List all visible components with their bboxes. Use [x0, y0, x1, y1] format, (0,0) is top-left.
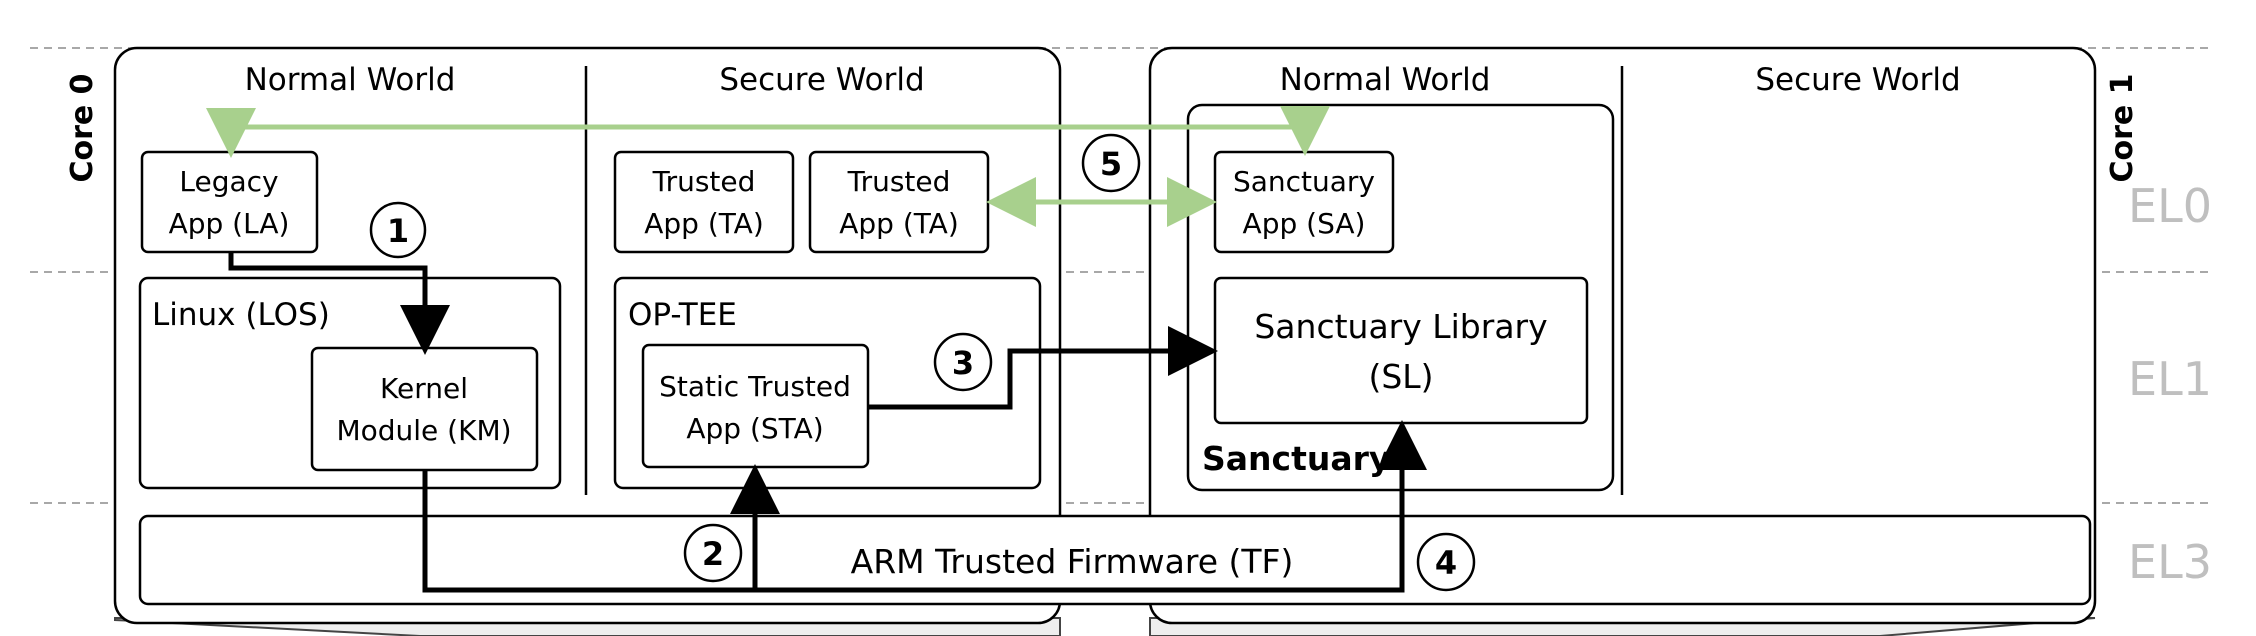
level-label-el1: EL1 — [2128, 352, 2212, 406]
firmware-label: ARM Trusted Firmware (TF) — [851, 542, 1294, 581]
step-5-label: 5 — [1100, 145, 1122, 183]
sanctuary-library-line1: Sanctuary Library — [1254, 307, 1547, 346]
kernel-module-box — [310, 346, 539, 472]
step-4-label: 4 — [1435, 544, 1457, 582]
step-marker-2: 2 — [683, 523, 743, 583]
legacy-app-line2: App (LA) — [169, 207, 290, 240]
black-flows — [228, 252, 1427, 593]
green-flows — [206, 106, 1330, 227]
core1-label: Core 1 — [2105, 73, 2140, 182]
flow-la-to-km — [228, 252, 450, 355]
trusted-app-1-line1: Trusted — [652, 165, 756, 198]
step-marker-1: 1 — [369, 201, 427, 259]
core1-secure-world-heading: Secure World — [1755, 62, 1960, 98]
sanctuary-app-line1: Sanctuary — [1233, 165, 1375, 198]
optee-label: OP-TEE — [628, 297, 737, 333]
legacy-app-line1: Legacy — [179, 165, 278, 198]
firmware-bar — [138, 514, 2092, 606]
trusted-app-1-line2: App (TA) — [644, 207, 764, 240]
step-marker-3: 3 — [933, 332, 993, 392]
trusted-app-2-line2: App (TA) — [839, 207, 959, 240]
core0-label: Core 0 — [65, 73, 100, 182]
core1-normal-world-heading: Normal World — [1280, 62, 1491, 98]
step-marker-4: 4 — [1416, 532, 1476, 592]
step-marker-5: 5 — [1081, 133, 1141, 193]
step-1-label: 1 — [387, 212, 409, 250]
linux-label: Linux (LOS) — [152, 297, 330, 333]
kernel-module-line1: Kernel — [380, 372, 468, 405]
static-trusted-app-line1: Static Trusted — [659, 370, 851, 403]
flow-km-to-tf-to-sta-and-sl — [422, 432, 1405, 593]
sanctuary-library-box — [1213, 276, 1589, 425]
static-trusted-app-box — [641, 343, 870, 469]
core0-normal-world-heading: Normal World — [245, 62, 456, 98]
flow-la-sa — [206, 106, 1330, 158]
static-trusted-app-line2: App (STA) — [686, 412, 823, 445]
level-label-el3: EL3 — [2128, 535, 2212, 589]
sanctuary-label: Sanctuary — [1202, 439, 1390, 478]
flow-sta-to-sl — [868, 326, 1218, 410]
sanctuary-app-line2: App (SA) — [1243, 207, 1366, 240]
step-2-label: 2 — [702, 535, 724, 573]
step-3-label: 3 — [952, 344, 974, 382]
core0-secure-world-heading: Secure World — [719, 62, 924, 98]
sanctuary-library-line2: (SL) — [1368, 357, 1433, 396]
trusted-app-2-line1: Trusted — [847, 165, 951, 198]
level-label-el0: EL0 — [2128, 179, 2212, 233]
kernel-module-line2: Module (KM) — [336, 414, 511, 447]
